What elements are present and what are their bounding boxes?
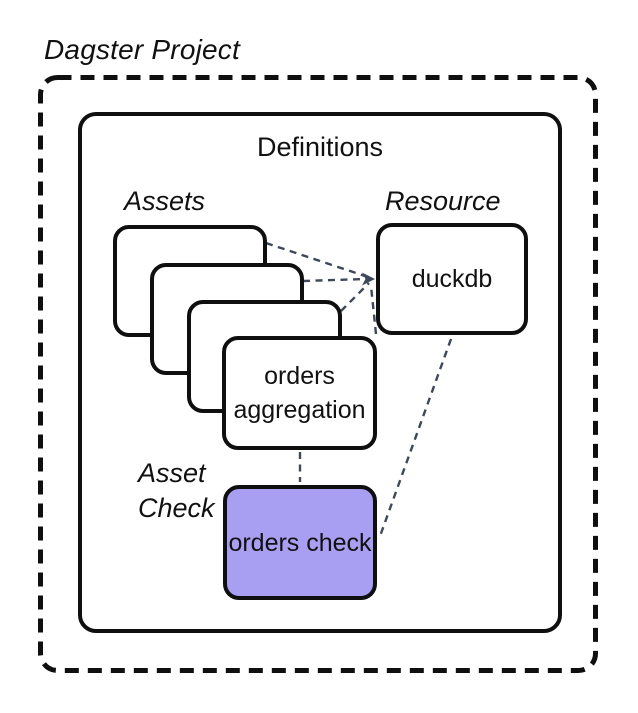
asset-check-section-label: Asset Check (138, 458, 215, 523)
orders-aggregation-label: orders aggregation (233, 362, 366, 424)
connector-card1-duckdb (265, 241, 369, 279)
connector-orders-aggregation-duckdb (369, 285, 378, 335)
definitions-container (78, 112, 562, 633)
assets-section-label: Assets (124, 186, 206, 216)
resource-section-label: Resource (385, 186, 501, 216)
connector-card3-duckdb (340, 282, 370, 312)
project-boundary-dashed-border (38, 75, 598, 673)
connector-card2-duckdb (302, 277, 367, 283)
arrowhead-into-duckdb (362, 272, 375, 286)
resource-node-duckdb: duckdb (376, 223, 528, 335)
duckdb-label: duckdb (411, 265, 493, 293)
connector-duckdb-orders-check (377, 338, 453, 540)
diagram-title: Dagster Project (44, 34, 240, 65)
asset-node-orders-aggregation: orders aggregation (222, 336, 377, 450)
orders-check-label: orders check (228, 528, 372, 557)
asset-check-node-orders-check: orders check (223, 485, 377, 600)
definitions-label: Definitions (256, 132, 384, 162)
